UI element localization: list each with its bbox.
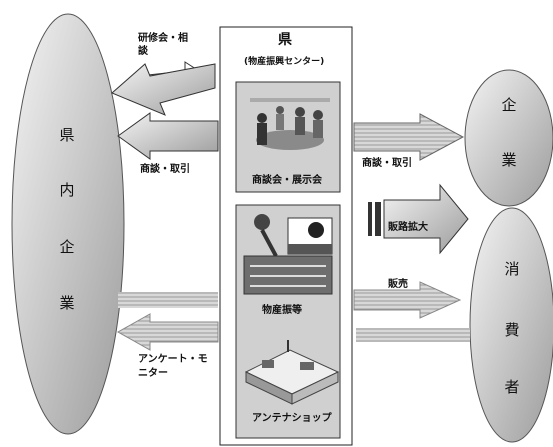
right-lower-band <box>356 328 470 342</box>
meeting-people-icon <box>250 98 330 150</box>
meeting-caption: 商談会・展示会 <box>252 175 322 186</box>
survey-label: アンケート・モニター <box>138 354 208 379</box>
left-negotiation-label: 商談・取引 <box>140 164 190 175</box>
survey-arrow <box>116 313 219 351</box>
market-expansion-label: 販路拡大 <box>388 222 428 233</box>
center-title: 県 <box>278 32 292 48</box>
right-top-oval-char-2: 業 <box>501 151 517 169</box>
sales-arrow <box>353 281 462 319</box>
right-bottom-oval-char-2: 費 <box>504 321 520 339</box>
right-bottom-oval-char-1: 消 <box>504 260 520 278</box>
sales-label: 販売 <box>388 279 408 290</box>
market-expansion-arrow <box>383 183 469 255</box>
left-oval <box>11 13 125 435</box>
left-oval-char-3: 企 <box>59 238 75 256</box>
shop-caption: アンテナショップ <box>252 413 332 424</box>
right-negotiation-arrow <box>353 113 465 161</box>
training-arrow-big <box>111 63 216 116</box>
training-label: 研修会・相談 <box>138 33 188 57</box>
right-bottom-oval-char-3: 者 <box>504 378 520 396</box>
left-oval-char-1: 県 <box>59 126 75 144</box>
antenna-shop-icon <box>244 340 340 405</box>
left-lower-band <box>118 292 218 308</box>
left-negotiation-arrow <box>117 112 219 160</box>
right-top-oval-char-1: 企 <box>501 96 517 114</box>
left-oval-char-4: 業 <box>59 294 75 312</box>
left-oval-char-2: 内 <box>59 181 75 199</box>
center-subtitle: (物産振興センター) <box>244 57 325 67</box>
products-icon <box>243 214 333 295</box>
right-top-oval <box>464 69 553 207</box>
right-bottom-oval <box>469 207 553 443</box>
expansion-bar-2 <box>375 202 381 236</box>
products-caption: 物産振等 <box>262 305 302 316</box>
right-negotiation-label: 商談・取引 <box>362 158 412 169</box>
expansion-bar-1 <box>368 202 372 236</box>
